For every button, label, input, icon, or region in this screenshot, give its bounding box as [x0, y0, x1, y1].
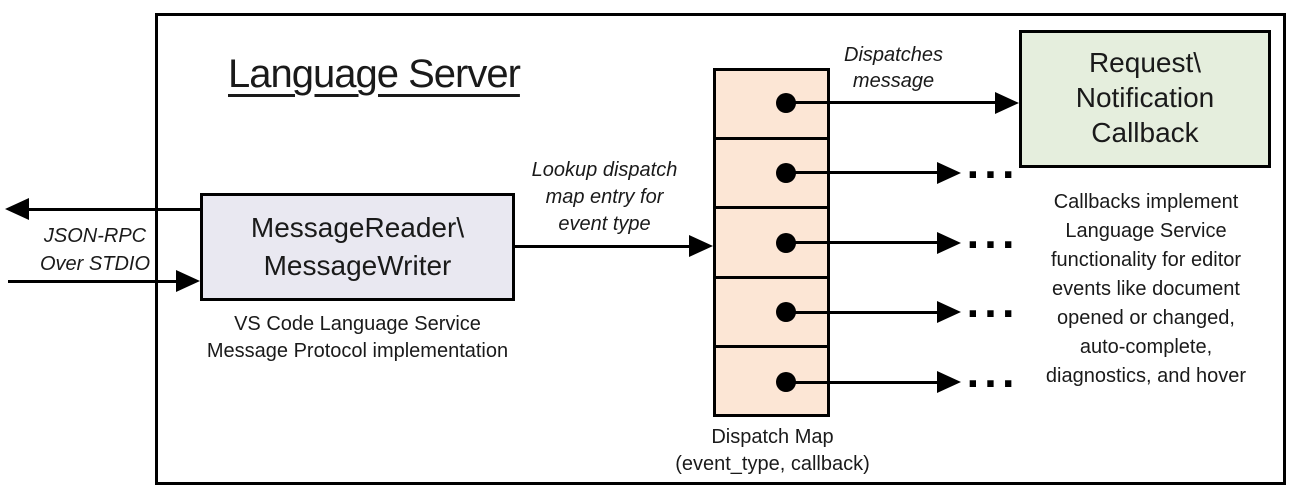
arrowhead-icon: [937, 371, 961, 394]
arrowhead-icon: [5, 198, 29, 220]
ellipsis-label: ...: [966, 285, 1020, 327]
dispatch-map-cell: [716, 344, 827, 415]
arrowhead-icon: [176, 270, 200, 292]
arrowhead-icon: [995, 91, 1019, 114]
arrow-line: [786, 171, 940, 175]
arrowhead-icon: [689, 235, 713, 257]
json-rpc-stdio-label: JSON-RPC Over STDIO: [39, 225, 150, 275]
ellipsis-label: ...: [966, 355, 1020, 397]
message-reader-writer-caption: VS Code Language Service Message Protoco…: [206, 313, 509, 362]
arrow-line: [786, 310, 940, 314]
arrow-line: [8, 279, 179, 283]
callbacks-note: Callbacks implement Language Service fun…: [1045, 191, 1247, 387]
dispatch-map-cell: [716, 275, 827, 345]
arrow-line: [514, 244, 692, 248]
ellipsis-label: ...: [966, 145, 1020, 187]
arrow-line: [786, 241, 940, 244]
diagram-title: Language Server: [228, 52, 521, 96]
arrowhead-icon: [937, 231, 961, 254]
arrow-line: [786, 101, 998, 105]
message-reader-writer-box: MessageReader\ MessageWriter: [200, 193, 515, 301]
dispatch-map-caption: Dispatch Map (event_type, callback): [675, 426, 870, 475]
arrowhead-icon: [937, 161, 961, 184]
request-notification-callback-box: Request\ Notification Callback: [1019, 30, 1271, 168]
arrow-line: [786, 380, 940, 384]
arrow-line: [26, 207, 200, 211]
ellipsis-label: ...: [966, 215, 1020, 257]
dispatches-message-label: Dispatches message: [844, 44, 943, 92]
arrowhead-icon: [937, 301, 961, 324]
lookup-dispatch-label: Lookup dispatch map entry for event type: [531, 159, 678, 235]
